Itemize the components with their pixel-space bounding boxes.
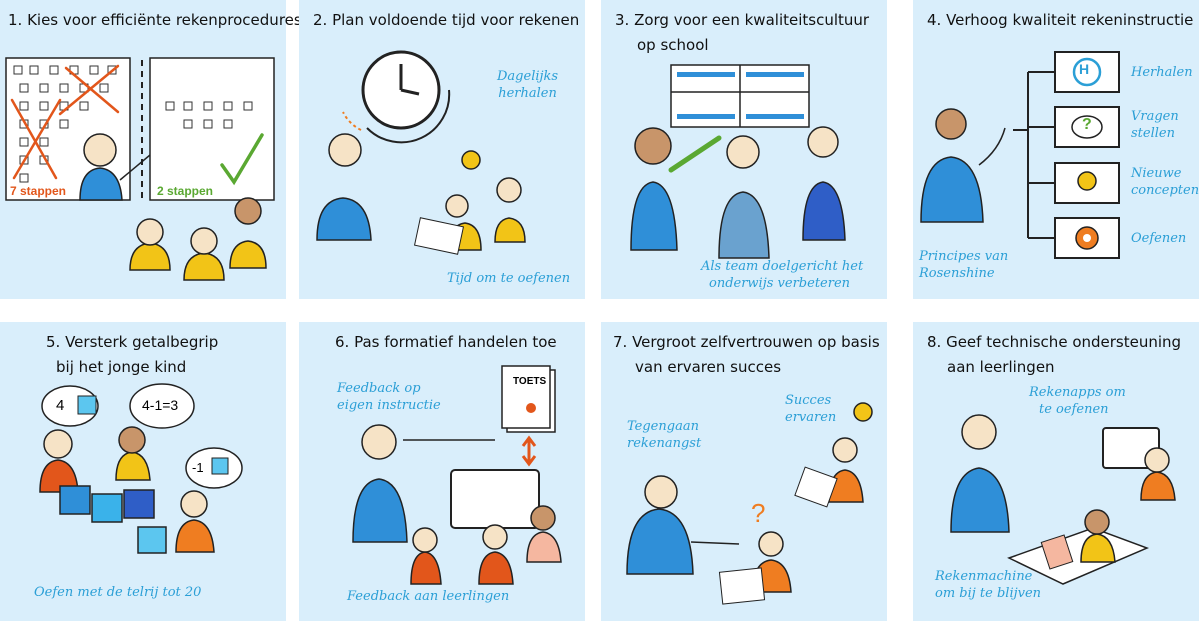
panel-7-illustration [626, 402, 873, 605]
question-mark: ? [751, 498, 766, 528]
tablet [450, 469, 540, 529]
question-mark: ? [1082, 116, 1092, 133]
numberline-caption: Oefen met de telrij tot 20 [34, 585, 202, 600]
question-bubble-icon [1071, 115, 1103, 139]
panel-4-illustration [920, 51, 1120, 259]
panel-8-illustration [950, 414, 1176, 585]
test-paper-label: TOETS [513, 376, 547, 387]
panel-3-illustration [630, 64, 846, 259]
right-steps-label: 2 stappen [157, 184, 214, 198]
bubble-sum: 4-1=3 [142, 397, 179, 413]
repeat-icon [1072, 57, 1102, 87]
panel-5-illustration [39, 383, 243, 554]
panel-1-title: 1. Kies voor efficiënte rekenprocedures [8, 11, 302, 29]
item-oefenen: Oefenen [1131, 231, 1187, 246]
panel-4-title: 4. Verhoog kwaliteit rekeninstructie [927, 11, 1194, 29]
wrong-steps-label: 7 stappen [10, 184, 67, 198]
bubble-number-four: 4 [56, 397, 65, 414]
panel-1-illustration [5, 57, 275, 281]
item-herhalen: Herhalen [1131, 65, 1193, 80]
pupil-feedback-caption: Feedback aan leerlingen [347, 589, 510, 604]
repeat-icon-letter: H [1079, 61, 1090, 77]
bubble-minus-one: -1 [192, 460, 204, 475]
panel-6-formative-assessment: 6. Pas formatief handelen toe TOETS Feed… [299, 322, 585, 621]
calculator-icon [1040, 534, 1074, 570]
panel-1-efficient-procedures: 1. Kies voor efficiënte rekenprocedures … [0, 0, 302, 299]
panel-4-instruction-quality: 4. Verhoog kwaliteit rekeninstructie H ?… [913, 0, 1199, 299]
panel-2-title: 2. Plan voldoende tijd voor rekenen [313, 11, 580, 29]
lightbulb-icon [853, 402, 873, 422]
panel-2-time-for-math: 2. Plan voldoende tijd voor rekenen Dage… [299, 0, 585, 299]
panel-6-title: 6. Pas formatief handelen toe [335, 333, 557, 351]
panel-6-illustration [352, 365, 562, 585]
lightbulb-icon [1077, 171, 1097, 191]
lightbulb-icon [461, 150, 481, 170]
panel-2-illustration [316, 50, 526, 255]
practice-time-caption: Tijd om te oefenen [447, 271, 571, 286]
